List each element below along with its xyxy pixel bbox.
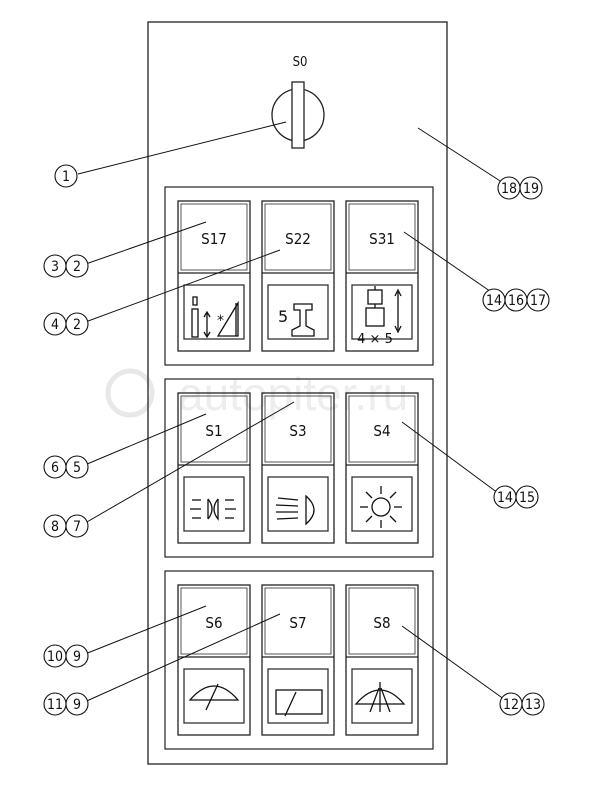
- switch-s1[interactable]: S1: [177, 392, 251, 544]
- switch-s8[interactable]: S8: [345, 584, 419, 736]
- svg-text:*: *: [217, 313, 224, 329]
- callout-number: 13: [525, 697, 541, 713]
- switch-icons: * 5 4 × 5: [188, 286, 406, 717]
- switch-label: S7: [289, 614, 306, 632]
- switch-s17[interactable]: S17: [177, 200, 251, 352]
- lift-mast-icon: [365, 286, 402, 334]
- callout-number: 14: [486, 293, 502, 309]
- callout-number: 2: [73, 259, 81, 275]
- callout-number: 2: [73, 317, 81, 333]
- callout-number: 10: [47, 649, 63, 665]
- callout-number: 3: [51, 259, 59, 275]
- group-2: [164, 378, 434, 558]
- key-switch-label: S0: [293, 55, 308, 70]
- group-3: [164, 570, 434, 750]
- callout: 12 13: [499, 692, 545, 716]
- callout-number: 12: [503, 697, 519, 713]
- switch-s4[interactable]: S4: [345, 392, 419, 544]
- switch-label: S31: [369, 230, 395, 248]
- callout: 10 9: [43, 644, 89, 668]
- switch-label: S1: [205, 422, 222, 440]
- front-wiper-icon: [188, 683, 240, 711]
- callout: 1: [54, 164, 78, 188]
- leader-lines: [77, 121, 509, 705]
- svg-text:4 × 5: 4 × 5: [357, 332, 393, 347]
- panel-frame: [147, 21, 448, 765]
- key-switch-s0: S0: [271, 55, 325, 149]
- callout: 11 9: [43, 692, 89, 716]
- callout-number: 19: [523, 181, 539, 197]
- switch-s31[interactable]: S31: [345, 200, 419, 352]
- rail-profile-icon: [291, 303, 315, 337]
- switch-label: S17: [201, 230, 227, 248]
- switch-label: S4: [373, 422, 390, 440]
- switch-s22[interactable]: S22: [261, 200, 335, 352]
- group-1: [164, 186, 434, 366]
- switch-label: S22: [285, 230, 311, 248]
- person-slope-icon: [191, 296, 239, 339]
- switch-label: S8: [373, 614, 390, 632]
- callout-number: 4: [51, 317, 59, 333]
- callout: 14 16 17: [482, 288, 550, 312]
- callout-number: 17: [530, 293, 546, 309]
- callout: 14 15: [493, 485, 539, 509]
- callout-number: 9: [73, 649, 81, 665]
- watermark-text: autopiter.ru: [178, 368, 408, 420]
- callout-number: 15: [519, 490, 535, 506]
- watermark: autopiter.ru: [105, 368, 408, 420]
- callout-number: 5: [73, 460, 81, 476]
- switch-groups: [164, 186, 434, 750]
- callout-number: 6: [51, 460, 59, 476]
- headlight-icon: [275, 494, 315, 526]
- switch-label: S6: [205, 614, 222, 632]
- side-lights-icon: [190, 498, 236, 521]
- switch-s7[interactable]: S7: [261, 584, 335, 736]
- switch-label: S3: [289, 422, 306, 440]
- switch-s3[interactable]: S3: [261, 392, 335, 544]
- svg-text:5: 5: [278, 307, 288, 326]
- callout-number: 1: [62, 169, 70, 185]
- rear-wiper-icon: [275, 689, 323, 717]
- callout-number: 18: [501, 181, 517, 197]
- switch-s6[interactable]: S6: [177, 584, 251, 736]
- callout-number: 11: [47, 697, 63, 713]
- callout-number: 7: [73, 519, 81, 535]
- callout-number: 14: [497, 490, 513, 506]
- roof-wiper-icon: [354, 682, 406, 713]
- callout-number: 9: [73, 697, 81, 713]
- callout-number: 16: [508, 293, 524, 309]
- work-lamp-icon: [360, 486, 402, 528]
- callout-number: 8: [51, 519, 59, 535]
